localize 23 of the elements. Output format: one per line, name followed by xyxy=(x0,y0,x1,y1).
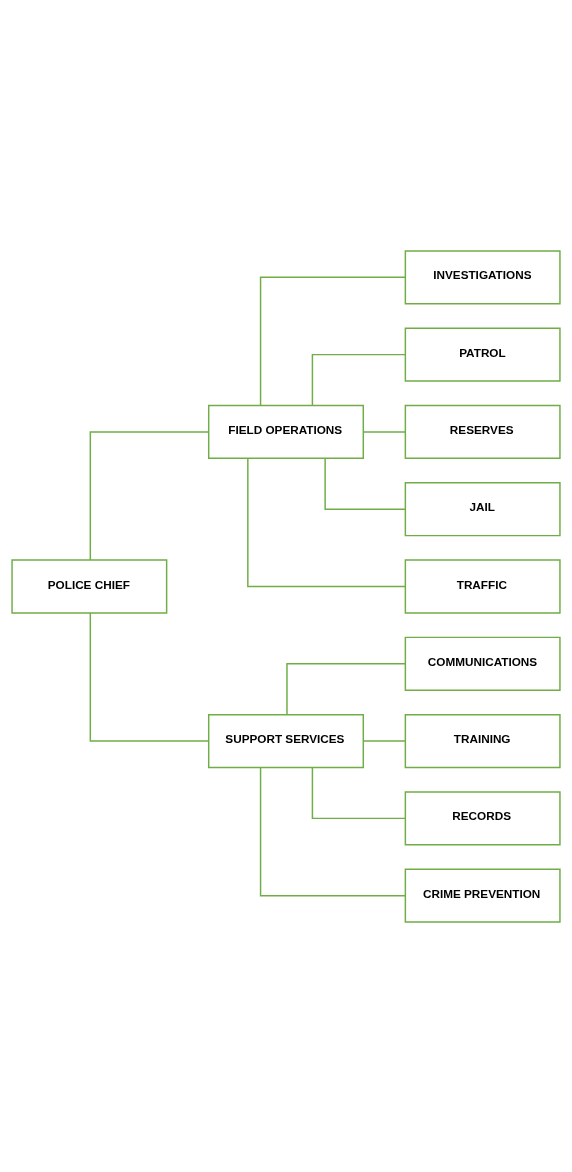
connector xyxy=(247,457,406,587)
node-box: JAIL xyxy=(404,481,561,536)
node-box: SUPPORT SERVICES xyxy=(207,713,365,768)
node-box: TRAFFIC xyxy=(404,558,561,614)
connector xyxy=(286,662,407,715)
connector xyxy=(311,766,406,819)
connector xyxy=(324,457,406,510)
connector xyxy=(362,739,406,742)
node-box: RESERVES xyxy=(404,404,561,459)
connector xyxy=(311,353,406,406)
connector xyxy=(259,276,407,406)
node-box: FIELD OPERATIONS xyxy=(207,404,365,459)
connector xyxy=(89,611,210,742)
node-box: CRIME PREVENTION xyxy=(404,868,561,923)
node-box: INVESTIGATIONS xyxy=(404,249,561,304)
connector xyxy=(259,766,407,896)
node-box: TRAINING xyxy=(404,713,561,768)
node-box: PATROL xyxy=(404,326,561,382)
node-box: POLICE CHIEF xyxy=(11,558,168,614)
connector xyxy=(362,430,406,433)
node-box: RECORDS xyxy=(404,790,561,846)
node-box: COMMUNICATIONS xyxy=(404,636,561,691)
connector xyxy=(89,430,210,561)
